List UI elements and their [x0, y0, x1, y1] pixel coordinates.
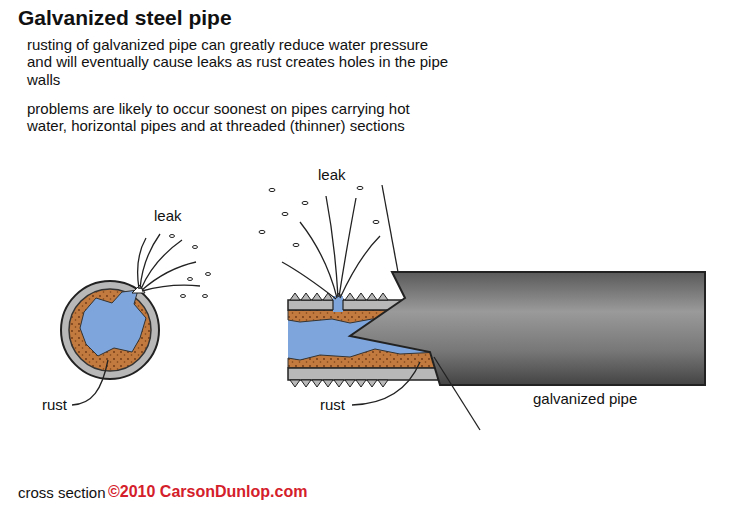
water-droplets [259, 186, 379, 246]
title: Galvanized steel pipe [18, 6, 232, 30]
leader-line [352, 362, 420, 405]
leak-spray [282, 196, 380, 299]
watermark: ©2010 CarsonDunlop.com [108, 483, 307, 501]
note-text: rusting of galvanized pipe can greatly r… [27, 36, 457, 88]
water-droplets [170, 235, 211, 298]
leak-label: leak [154, 207, 182, 224]
leak-label: leak [318, 166, 346, 183]
caption-label: cross section [18, 484, 106, 501]
part-label: galvanized pipe [533, 390, 637, 407]
cross-section [61, 281, 159, 379]
leader-line [72, 360, 108, 405]
pipe-cutaway [288, 185, 705, 430]
rust-label: rust [320, 396, 345, 413]
rust-label: rust [42, 396, 67, 413]
note-text: problems are likely to occur soonest on … [27, 100, 447, 135]
leak-spray [138, 234, 200, 291]
